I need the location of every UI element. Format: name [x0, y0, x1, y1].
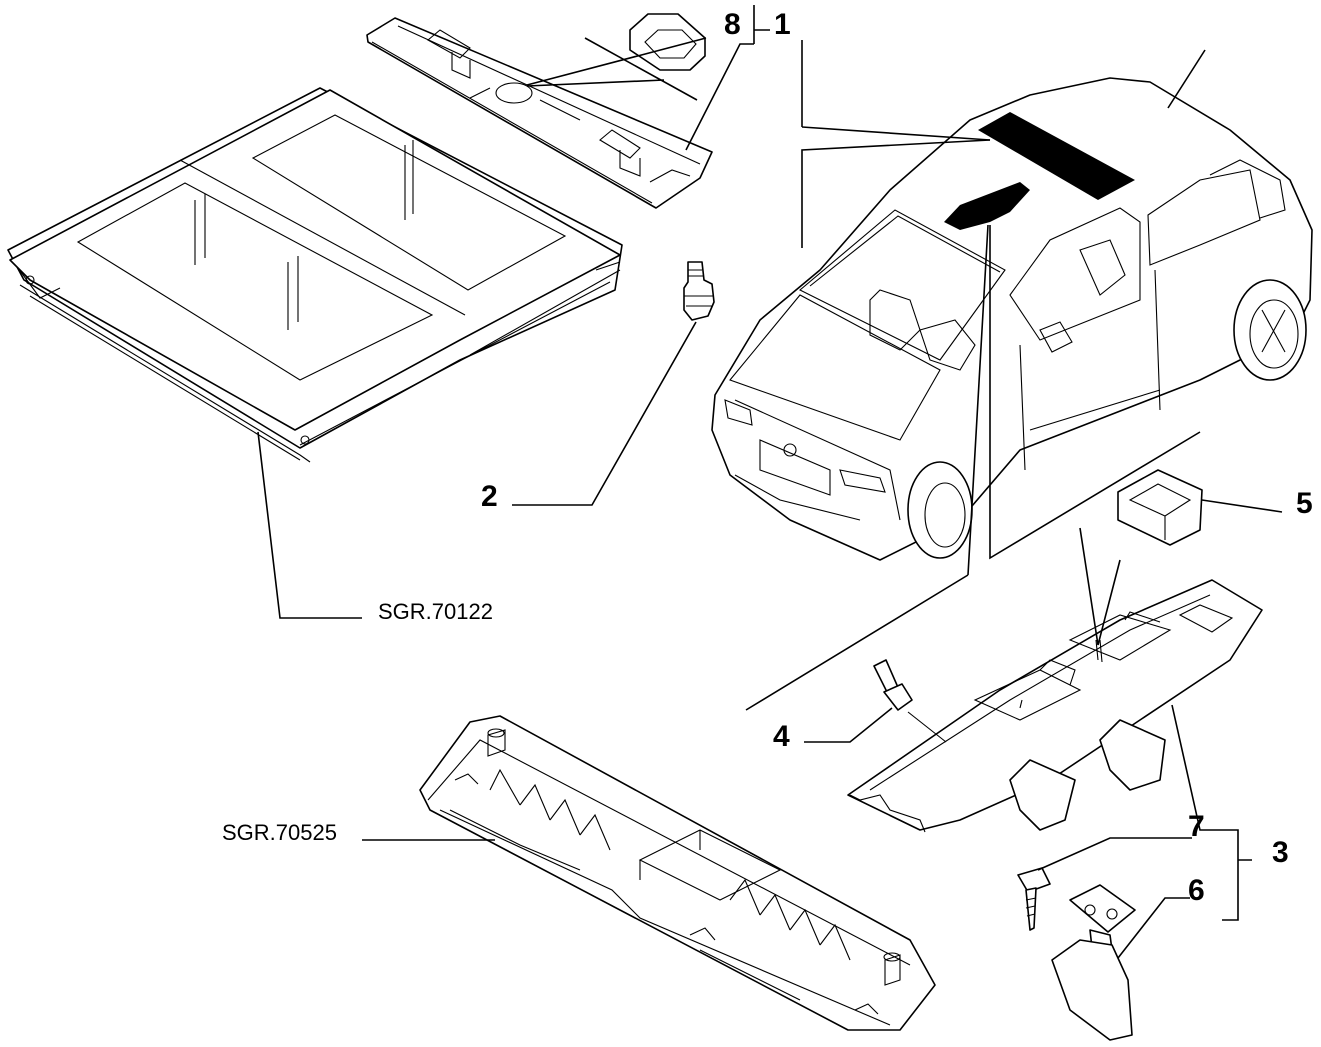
leader-6 [1117, 897, 1190, 959]
callout-6: 6 [1188, 874, 1205, 907]
parcel-shelf-assembly [419, 715, 936, 1031]
leader-8b [526, 79, 665, 87]
clip-part-5 [1117, 469, 1203, 546]
reference-shelf: SGR.70525 [222, 820, 337, 845]
glass-roof-assembly [7, 87, 623, 463]
clip-part-2 [683, 261, 715, 321]
mirror-part-6 [1051, 884, 1136, 1041]
reference-roof: SGR.70122 [378, 599, 493, 624]
car-illustration [711, 49, 1313, 561]
callout-4: 4 [773, 720, 790, 753]
leader-7 [1037, 837, 1192, 871]
leader-2 [512, 321, 697, 506]
callout-1: 1 [774, 8, 791, 41]
leader-4 [804, 707, 893, 743]
leader-car-light [989, 225, 1201, 560]
leader-bracket-3 [1171, 704, 1252, 921]
leader-construction-1 [584, 37, 698, 101]
screw-part-7 [1017, 867, 1051, 931]
console-part-3 [847, 579, 1263, 833]
leader-car-light-b [745, 224, 989, 711]
leader-5 [1201, 499, 1283, 513]
callout-5: 5 [1296, 487, 1313, 520]
callout-8: 8 [724, 8, 741, 41]
leader-car-roof [801, 139, 991, 248]
callout-3: 3 [1272, 836, 1289, 869]
bolt-4-axis [907, 711, 947, 743]
cap-part-8 [629, 13, 706, 71]
leader-1b [801, 126, 991, 141]
leader-ref-roof [257, 431, 362, 619]
roof-trim-strip [366, 17, 713, 209]
callout-7: 7 [1188, 810, 1205, 843]
callout-2: 2 [481, 480, 498, 513]
leader-8 [526, 37, 707, 86]
leader-bracket-1-8 [685, 5, 770, 151]
leader-5-console [1079, 527, 1121, 646]
bolt-part-4 [873, 659, 913, 711]
